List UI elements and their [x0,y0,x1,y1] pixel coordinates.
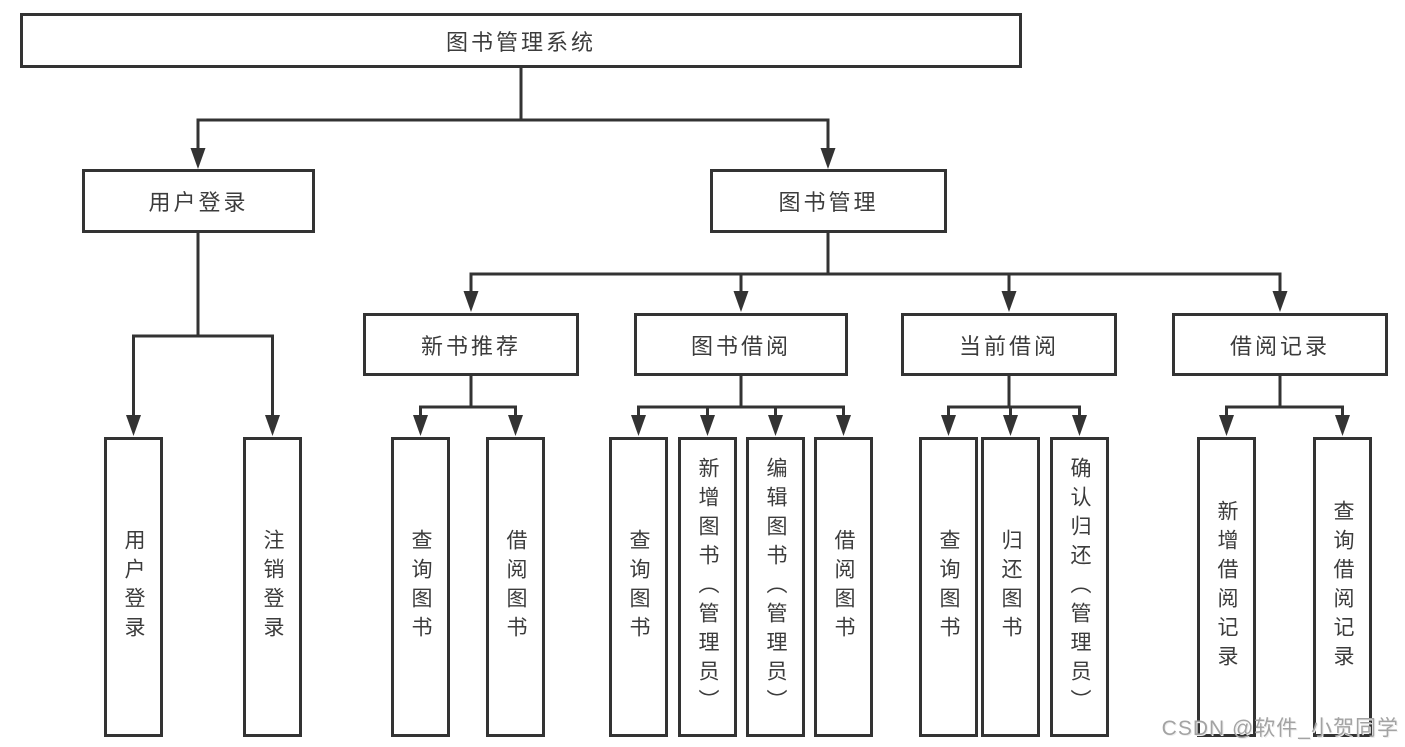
connector-user-login-to-leaves [132,233,274,417]
node-user-login: 用户登录 [82,169,315,233]
arrowhead [463,291,479,312]
connector-recommendation-to-leaves [419,376,517,416]
node-label: 查询图书 [409,529,432,645]
node-current-return-books: 归还图书 [981,437,1040,737]
node-borrowing-edit-books-admin: 编辑图书（管理员） [746,437,805,737]
node-records-add-borrow-record: 新增借阅记录 [1197,437,1256,737]
arrowhead [820,148,836,169]
node-label: 查询图书 [627,529,650,645]
node-user-login-action: 用户登录 [104,437,163,737]
arrowhead [1219,415,1234,436]
arrowhead [508,415,523,436]
arrowhead [1003,415,1018,436]
node-label: 用户登录 [122,529,145,645]
connector-borrowing-to-leaves [637,376,845,416]
node-label: 用户登录 [148,190,249,215]
node-label: 图书管理系统 [445,29,596,55]
arrowhead [1072,415,1087,436]
node-library-management-system: 图书管理系统 [20,13,1022,68]
node-label: 编辑图书（管理员） [764,456,787,718]
node-borrowing-borrow-books: 借阅图书 [814,437,873,737]
node-label: 借阅图书 [504,529,527,645]
arrowhead [768,415,783,436]
node-label: 注销登录 [261,529,284,645]
arrowhead [1335,415,1350,436]
arrowhead [1272,291,1288,312]
connector-book-management-to-level3 [469,233,1282,292]
node-recommend-borrow-books: 借阅图书 [486,437,545,737]
node-label: 新增图书（管理员） [696,456,719,718]
node-label: 当前借阅 [958,333,1059,359]
node-label: 归还图书 [999,529,1022,645]
arrowhead [941,415,956,436]
node-label: 查询图书 [937,529,960,645]
node-logout-action: 注销登录 [243,437,302,737]
arrowhead [126,415,141,436]
arrowhead [1001,291,1017,312]
node-current-confirm-return-admin: 确认归还（管理员） [1050,437,1109,737]
node-borrowing-query-books: 查询图书 [609,437,668,737]
connector-records-to-leaves [1225,376,1344,416]
arrowhead [700,415,715,436]
arrowhead [733,291,749,312]
node-current-borrowing: 当前借阅 [901,313,1117,376]
node-current-query-books: 查询图书 [919,437,978,737]
node-label: 图书管理 [778,190,879,215]
arrowhead [190,148,206,169]
node-records-query-borrow-record: 查询借阅记录 [1313,437,1372,737]
node-book-management: 图书管理 [710,169,947,233]
node-label: 借阅记录 [1229,333,1330,359]
arrowhead [413,415,428,436]
node-label: 查询借阅记录 [1331,500,1354,674]
node-label: 新书推荐 [420,333,521,359]
connector-root-to-level2 [196,68,830,150]
node-label: 图书借阅 [690,333,791,359]
arrowhead [631,415,646,436]
watermark: CSDN @软件_小贺同学 [1161,717,1399,740]
node-label: 借阅图书 [832,529,855,645]
node-label: 确认归还（管理员） [1068,456,1091,718]
connector-current-borrowing-to-leaves [947,376,1081,416]
node-new-book-recommendation: 新书推荐 [363,313,579,376]
node-borrowing-add-books-admin: 新增图书（管理员） [678,437,737,737]
arrowhead [265,415,280,436]
node-borrowing-records: 借阅记录 [1172,313,1388,376]
node-label: 新增借阅记录 [1215,500,1238,674]
node-book-borrowing: 图书借阅 [634,313,848,376]
arrowhead [836,415,851,436]
node-recommend-query-books: 查询图书 [391,437,450,737]
